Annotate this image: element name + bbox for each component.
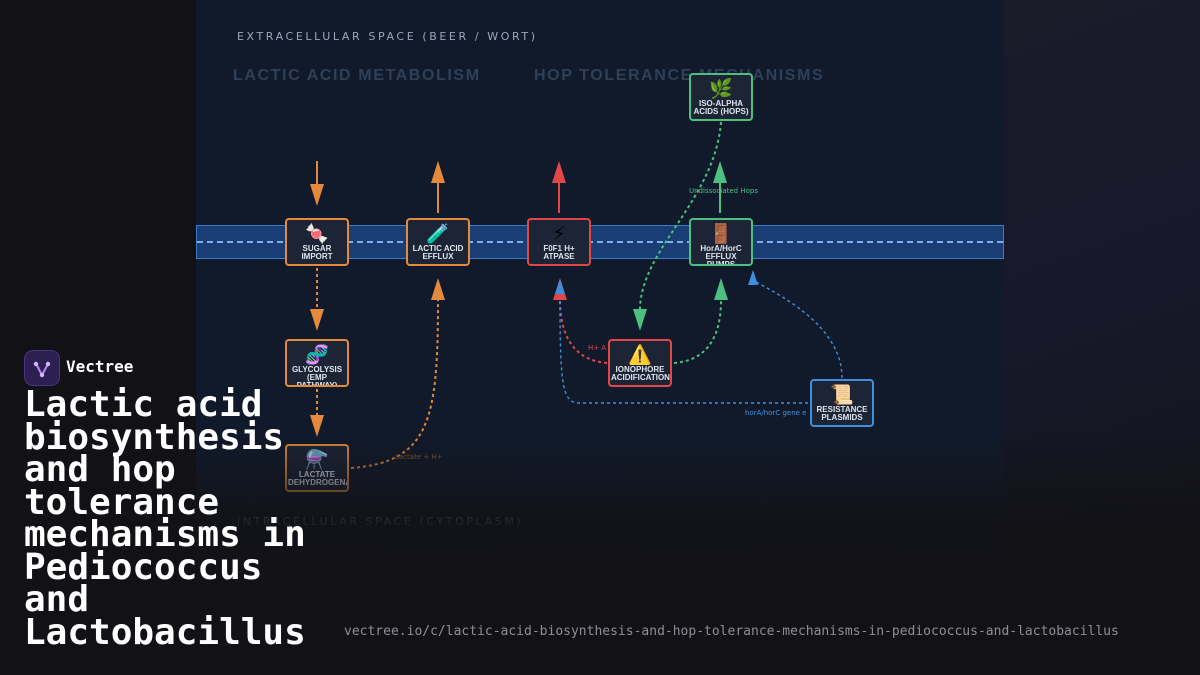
page-title: Lactic acid biosynthesis and hop toleran… xyxy=(24,384,306,653)
extracellular-label: EXTRACELLULAR SPACE (BEER / WORT) xyxy=(237,30,538,43)
arrow-pump-outbound xyxy=(713,161,727,213)
brand-name: Vectree xyxy=(66,357,134,376)
arrow-plasmid-to-pumps xyxy=(748,270,843,379)
node-lactic-efflux[interactable]: 🧪 LACTIC ACID EFFLUX xyxy=(406,218,470,266)
edge-label-h-plus: H+ A xyxy=(588,344,607,352)
node-glycolysis[interactable]: 🧬 GLYCOLYSIS (EMP PATHWAY) xyxy=(285,339,349,387)
scroll-icon: 📜 xyxy=(830,384,854,406)
vectree-logo-icon xyxy=(24,350,60,386)
door-icon: 🚪 xyxy=(709,223,733,245)
node-sugar-import[interactable]: 🍬 SUGAR IMPORT xyxy=(285,218,349,266)
node-label: HorA/HorC EFFLUX PUMPS xyxy=(700,244,742,266)
node-label: GLYCOLYSIS (EMP PATHWAY) xyxy=(291,365,343,387)
node-resistance-plasmids[interactable]: 📜 RESISTANCE PLASMIDS xyxy=(810,379,874,427)
edge-label-gene: horA/horC gene e xyxy=(745,409,807,417)
node-label: SUGAR IMPORT xyxy=(301,244,333,261)
node-iso-alpha-acids[interactable]: 🌿 ISO-ALPHA ACIDS (HOPS) xyxy=(689,73,753,121)
arrow-ionophore-to-pumps xyxy=(673,278,728,364)
warning-icon: ⚠️ xyxy=(628,344,652,366)
lightning-icon: ⚡ xyxy=(552,223,566,245)
arrow-atpase-outbound xyxy=(552,161,566,213)
arrow-glycolysis-to-ldh xyxy=(310,389,324,437)
membrane-dash-line xyxy=(197,241,1003,243)
node-efflux-pumps[interactable]: 🚪 HorA/HorC EFFLUX PUMPS xyxy=(689,218,753,266)
node-label: ISO-ALPHA ACIDS (HOPS) xyxy=(693,99,749,116)
edge-label-undissociated: Undissociated Hops xyxy=(689,187,758,195)
section-title-lactic: LACTIC ACID METABOLISM xyxy=(233,67,481,84)
node-atpase[interactable]: ⚡ F0F1 H+ ATPASE xyxy=(527,218,591,266)
candy-icon: 🍬 xyxy=(305,223,329,245)
arrow-lactic-outbound xyxy=(431,161,445,213)
node-label: RESISTANCE PLASMIDS xyxy=(816,405,868,422)
node-label: LACTIC ACID EFFLUX xyxy=(412,244,464,261)
herb-icon: 🌿 xyxy=(709,78,733,100)
arrow-plasmid-to-atpase xyxy=(555,279,808,404)
dna-icon: 🧬 xyxy=(305,344,329,366)
node-ionophore[interactable]: ⚠️ IONOPHORE ACIDIFICATION xyxy=(608,339,672,387)
arrow-ldh-to-efflux xyxy=(350,278,445,469)
edge-label-lactate: Lactate + H+ xyxy=(395,453,443,461)
arrow-sugar-to-glycolysis xyxy=(310,268,324,331)
test-tube-icon: 🧪 xyxy=(426,223,450,245)
arrow-hops-to-ionophore xyxy=(633,121,722,331)
node-label: IONOPHORE ACIDIFICATION xyxy=(611,365,670,382)
node-label: F0F1 H+ ATPASE xyxy=(543,244,575,261)
arrow-sugar-inbound xyxy=(310,161,324,206)
page-url-link[interactable]: vectree.io/c/lactic-acid-biosynthesis-an… xyxy=(344,624,1119,639)
